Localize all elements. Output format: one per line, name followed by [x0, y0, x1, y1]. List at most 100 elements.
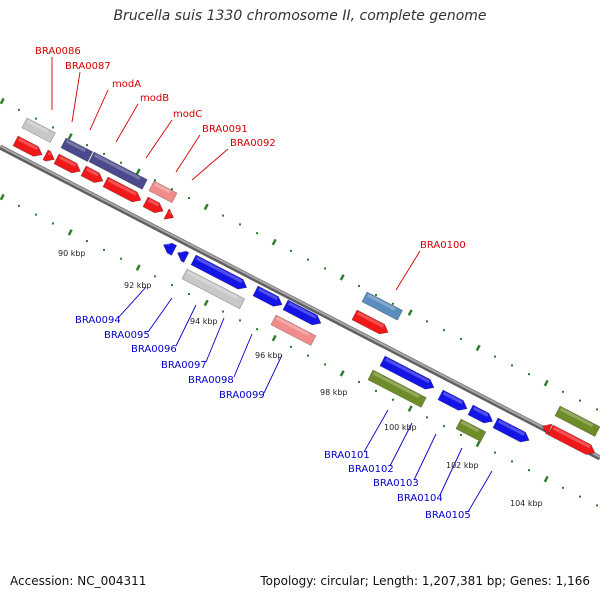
gene-label-bra0097[interactable]: BRA0097	[161, 360, 207, 371]
track-tick	[67, 229, 73, 236]
feature-bra0096-body	[181, 268, 246, 310]
scale-label-92: 92 kbp	[124, 281, 152, 290]
track-tick	[407, 309, 413, 316]
feature-red-3-body	[53, 153, 81, 174]
track-dot	[120, 161, 122, 164]
feature-moda-body	[60, 137, 94, 162]
connector-blue	[467, 470, 493, 513]
feature-bra0104-shine	[460, 420, 480, 433]
feature-blue-e-shine	[472, 406, 489, 417]
map-title: Brucella suis 1330 chromosome II, comple…	[113, 8, 487, 24]
feature-bra0095	[177, 249, 190, 263]
track-dot	[222, 214, 224, 217]
track-dot	[460, 337, 462, 340]
track-dot	[528, 373, 530, 376]
track-tick	[271, 334, 277, 342]
feature-bra0094-shine	[165, 241, 170, 246]
feature-red-5-shine	[107, 178, 137, 196]
feature-olive-right-body	[554, 405, 600, 437]
feature-red-7	[163, 208, 175, 220]
feature-bra0099	[270, 314, 317, 346]
gene-label-bra0102[interactable]: BRA0102	[348, 464, 394, 475]
feature-red-3	[53, 153, 81, 174]
track-dot	[188, 292, 190, 295]
track-dot	[392, 302, 394, 305]
gene-label-bra0104[interactable]: BRA0104	[397, 493, 443, 504]
track-dot	[239, 319, 241, 322]
gene-label-bra0101[interactable]: BRA0101	[324, 450, 370, 461]
gene-label-bra0087[interactable]: BRA0087	[65, 61, 111, 72]
track-dot	[103, 152, 105, 155]
track-dot	[86, 144, 88, 147]
track-tick	[135, 168, 141, 175]
feature-red-6-body	[142, 196, 164, 214]
track-tick	[0, 97, 5, 105]
track-dot	[426, 416, 428, 419]
gene-label-bra0100[interactable]: BRA0100	[420, 240, 466, 251]
feature-bra0096	[181, 268, 246, 310]
gene-label-modb[interactable]: modB	[140, 93, 169, 104]
connector-red	[175, 134, 201, 173]
track-dot	[52, 126, 54, 129]
feature-bra0095-shine	[179, 249, 184, 254]
feature-blue-d-shine	[442, 391, 463, 405]
feature-bra0091	[148, 180, 178, 204]
label-connectors	[51, 57, 493, 513]
feature-red-9-shine	[544, 422, 549, 427]
track-dot	[528, 469, 530, 472]
scale-label-98: 98 kbp	[320, 388, 348, 397]
track-dot	[256, 328, 258, 331]
track-tick	[0, 193, 5, 201]
track-dot	[188, 196, 190, 199]
track-dot	[154, 275, 156, 278]
gene-label-bra0086[interactable]: BRA0086	[35, 46, 81, 57]
feature-olive-right	[554, 405, 600, 437]
track-dot	[375, 293, 377, 296]
track-dot	[52, 222, 54, 225]
track-dot	[596, 504, 598, 507]
track-dot	[171, 188, 173, 191]
track-dot	[562, 486, 564, 489]
connector-red	[115, 103, 139, 143]
gene-label-bra0099[interactable]: BRA0099	[219, 390, 265, 401]
track-dot	[562, 390, 564, 393]
feature-red-1	[12, 135, 43, 157]
gene-label-bra0098[interactable]: BRA0098	[188, 375, 234, 386]
gene-label-bra0096[interactable]: BRA0096	[131, 344, 177, 355]
track-dot	[494, 451, 496, 454]
connector-blue	[117, 286, 147, 319]
feature-bra0101-body	[379, 355, 435, 390]
feature-red-4-body	[80, 165, 104, 183]
feature-red-8-shine	[356, 311, 385, 328]
track-tick	[271, 238, 277, 246]
gene-label-moda[interactable]: modA	[112, 79, 141, 90]
feature-bra0101-shine	[384, 357, 430, 384]
feature-bra0094	[163, 241, 178, 256]
track-tick	[203, 203, 209, 211]
gene-label-bra0091[interactable]: BRA0091	[202, 124, 248, 135]
feature-red-9	[542, 422, 553, 435]
feature-red-1-shine	[17, 137, 38, 151]
gene-label-bra0092[interactable]: BRA0092	[230, 138, 276, 149]
feature-modb-shine	[93, 153, 141, 180]
feature-bra0100	[361, 291, 403, 321]
gene-label-bra0095[interactable]: BRA0095	[104, 330, 150, 341]
feature-red-8-body	[351, 309, 389, 335]
feature-bra0099-body	[270, 314, 317, 346]
feature-red-4-shine	[85, 167, 99, 177]
track-dot	[324, 363, 326, 366]
feature-bra0096-shine	[186, 270, 239, 300]
scale-label-100: 100 kbp	[384, 423, 417, 432]
feature-blue-a	[190, 254, 248, 290]
track-dot	[239, 223, 241, 226]
feature-red-2-shine	[47, 151, 52, 156]
track-dot	[171, 284, 173, 287]
feature-bra0095-body	[177, 250, 190, 263]
feature-blue-e	[467, 404, 494, 424]
gene-label-bra0105[interactable]: BRA0105	[425, 510, 471, 521]
feature-blue-f	[492, 417, 530, 443]
gene-label-modc[interactable]: modC	[173, 109, 202, 120]
gene-label-bra0103[interactable]: BRA0103	[373, 478, 419, 489]
gene-label-bra0094[interactable]: BRA0094	[75, 315, 121, 326]
